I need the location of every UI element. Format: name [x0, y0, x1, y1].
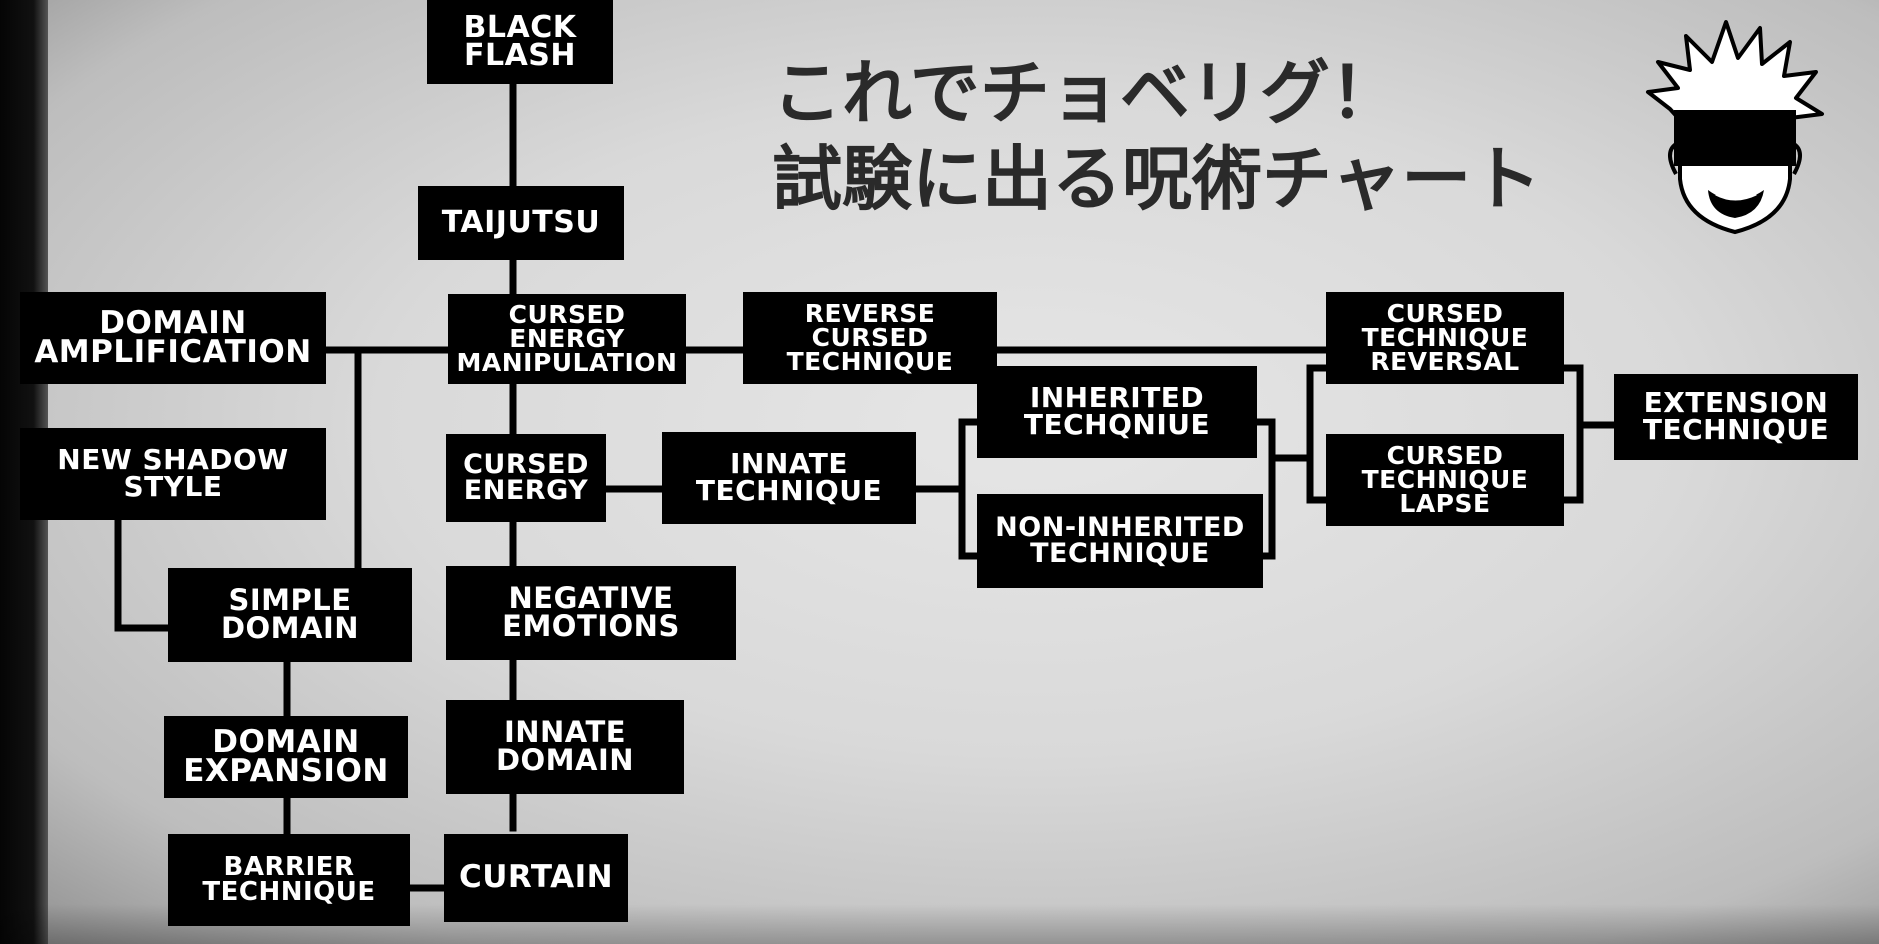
connector-shadow-simple — [114, 516, 172, 632]
node-domain-amplification: DOMAIN AMPLIFICATION — [20, 292, 326, 384]
bottom-vignette — [0, 904, 1879, 944]
node-inherited-technique: INHERITED TECHQNIUE — [977, 366, 1257, 458]
node-negative-emotions: NEGATIVE EMOTIONS — [446, 566, 736, 660]
diagram-title: これでチョベリグ！ 試験に出る呪術チャート — [772, 51, 1542, 220]
node-cursed-technique-lapse: CURSED TECHNIQUE LAPSE — [1326, 434, 1564, 526]
node-taijutsu: TAIJUTSU — [418, 186, 624, 260]
node-innate-technique: INNATE TECHNIQUE — [662, 432, 916, 524]
node-cursed-energy: CURSED ENERGY — [446, 434, 606, 522]
connector-right-bracket — [1252, 418, 1276, 560]
node-black-flash: BLACK FLASH — [427, 0, 613, 84]
connector-inherited-bracket — [958, 418, 982, 560]
node-non-inherited-technique: NON-INHERITED TECHNIQUE — [977, 494, 1263, 588]
node-barrier-technique: BARRIER TECHNIQUE — [168, 834, 410, 926]
connector-reversal-lapse-bracket — [1306, 364, 1330, 504]
node-cursed-technique-reversal: CURSED TECHNIQUE REVERSAL — [1326, 292, 1564, 384]
character-face-icon — [1646, 20, 1824, 235]
node-extension-technique: EXTENSION TECHNIQUE — [1614, 374, 1858, 460]
node-cursed-energy-manipulation: CURSED ENERGY MANIPULATION — [448, 294, 686, 384]
node-new-shadow-style: NEW SHADOW STYLE — [20, 428, 326, 520]
node-simple-domain: SIMPLE DOMAIN — [168, 568, 412, 662]
node-domain-expansion: DOMAIN EXPANSION — [164, 716, 408, 798]
connector-reversal-lapse-right — [1560, 364, 1584, 504]
node-reverse-cursed-technique: REVERSE CURSED TECHNIQUE — [743, 292, 997, 384]
node-innate-domain: INNATE DOMAIN — [446, 700, 684, 794]
node-curtain: CURTAIN — [444, 834, 628, 922]
